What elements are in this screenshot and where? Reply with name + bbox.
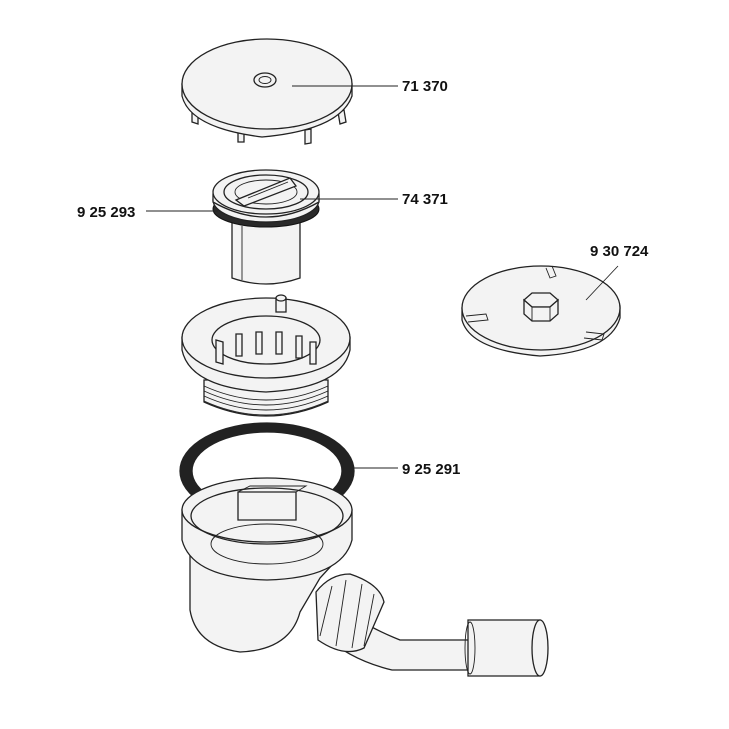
strainer-part (212, 169, 320, 285)
trap-body-part (181, 477, 549, 677)
cover-part (181, 38, 353, 145)
label-strainer: 74 371 (402, 191, 448, 208)
label-cleaning-plate: 9 30 724 (590, 243, 649, 260)
label-cover: 71 370 (402, 78, 448, 95)
leader-cleaning-plate (585, 265, 619, 301)
threaded-insert-part (181, 294, 351, 417)
cleaning-plate-part (461, 265, 621, 357)
label-main-seal: 9 25 291 (402, 461, 460, 478)
label-strainer-seal: 9 25 293 (77, 204, 135, 221)
